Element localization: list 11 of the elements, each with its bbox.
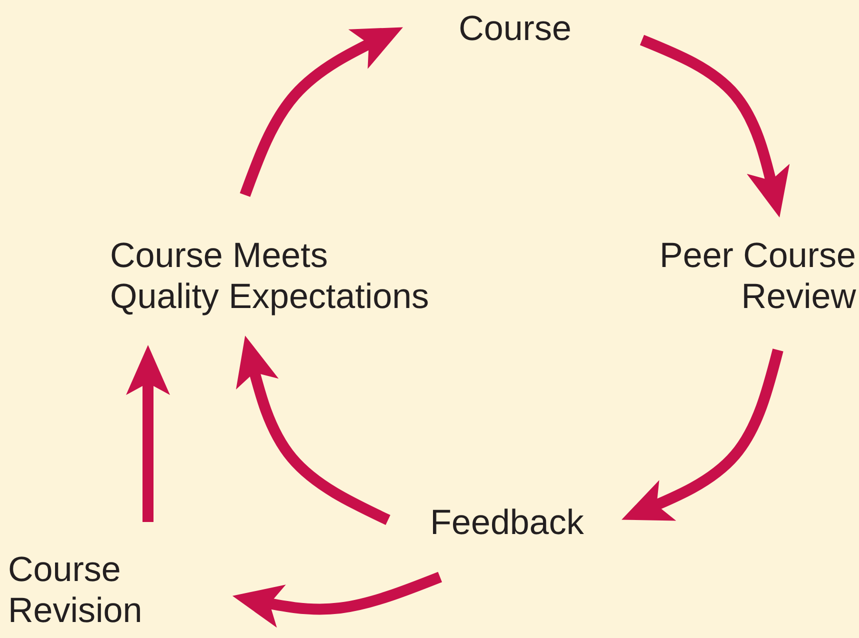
curved-arrow <box>640 34 790 218</box>
stage-label: Course Meets Quality Expectations <box>110 235 432 317</box>
curved-arrow <box>232 572 442 628</box>
curved-arrow <box>236 336 390 525</box>
curved-arrow <box>240 27 403 197</box>
stage-label: Peer Course Review <box>600 235 856 317</box>
curved-arrow <box>622 348 784 521</box>
stage-label: Course <box>445 8 585 49</box>
stage-label: Feedback <box>412 502 602 543</box>
curved-arrow <box>126 345 170 522</box>
stage-label: Course Revision <box>8 549 183 631</box>
